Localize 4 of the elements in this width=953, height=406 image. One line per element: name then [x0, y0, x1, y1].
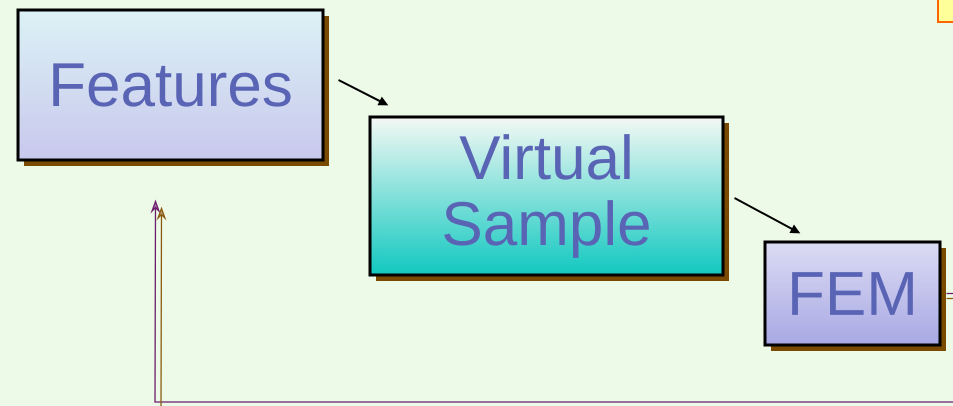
process-box: Virtual Sample [368, 116, 729, 281]
process-box: FEM [764, 240, 946, 351]
box [937, 0, 953, 23]
process-box: Features [16, 8, 329, 166]
